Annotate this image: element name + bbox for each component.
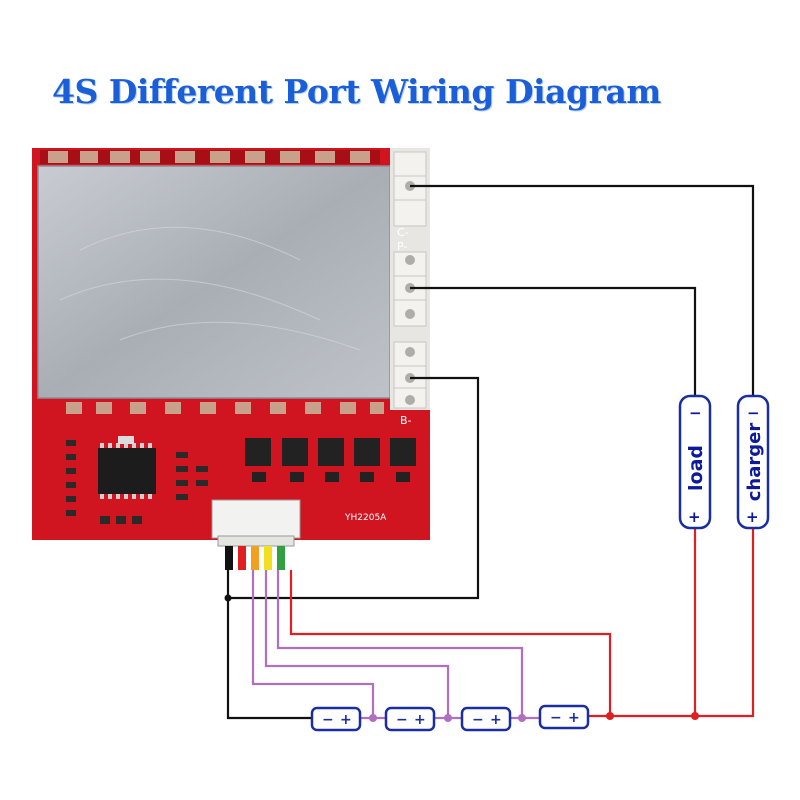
charger-plus-symbol: + bbox=[746, 508, 759, 526]
terminal-screws bbox=[405, 181, 415, 405]
cell-2-minus: − bbox=[396, 712, 408, 728]
wires bbox=[226, 184, 755, 720]
wire-balance-b2 bbox=[264, 570, 450, 718]
pcb-board: C- P- B- bbox=[32, 148, 430, 570]
wire-balance-b4 bbox=[289, 570, 612, 716]
load-label: load bbox=[685, 445, 707, 491]
cell-3-plus: + bbox=[490, 712, 502, 728]
cell-4-minus: − bbox=[550, 710, 562, 726]
cell-3-minus: − bbox=[472, 712, 484, 728]
smd-components bbox=[66, 436, 208, 524]
cell-4-plus: + bbox=[568, 710, 580, 726]
port-label-load: P- bbox=[397, 240, 407, 253]
battery-cell-1: − + bbox=[310, 706, 362, 732]
heatsink-scratches bbox=[59, 226, 361, 351]
junction-dots bbox=[224, 594, 699, 722]
cell-1-minus: − bbox=[322, 712, 334, 728]
port-label-charge: C- bbox=[397, 226, 409, 239]
heatsink-plate bbox=[37, 165, 391, 399]
wire-balance-b0 bbox=[226, 570, 318, 720]
cell-1-plus: + bbox=[340, 712, 352, 728]
wire-balance-b3 bbox=[276, 570, 524, 718]
load-device: − load + bbox=[678, 394, 712, 530]
charger-minus-symbol: − bbox=[747, 404, 760, 422]
battery-cell-4: − + bbox=[538, 704, 590, 730]
board-model-label: YH2205A bbox=[344, 513, 387, 523]
wire-balance-b1 bbox=[251, 570, 375, 718]
balance-wire-stubs bbox=[225, 546, 285, 570]
terminal-holes bbox=[393, 151, 427, 409]
charger-device: − charger + bbox=[736, 394, 770, 530]
charger-label: charger bbox=[744, 423, 765, 502]
balance-connector bbox=[211, 499, 301, 539]
wire-battery-negative bbox=[228, 376, 480, 600]
port-label-battery: B- bbox=[400, 414, 412, 427]
battery-cell-3: − + bbox=[460, 706, 512, 732]
diagram-title: 4S Different Port Wiring Diagram bbox=[52, 72, 661, 111]
wire-load-negative bbox=[410, 286, 697, 398]
wire-positive-bus bbox=[586, 526, 755, 718]
load-plus-symbol: + bbox=[688, 508, 701, 526]
bottom-pad-row bbox=[66, 402, 384, 414]
wire-charge-negative bbox=[410, 184, 755, 398]
top-pad-row bbox=[40, 150, 380, 164]
mosfet-row bbox=[245, 438, 416, 482]
balance-connector-plug bbox=[217, 535, 295, 547]
load-minus-symbol: − bbox=[689, 404, 702, 422]
ic-pins bbox=[100, 443, 152, 499]
controller-ic bbox=[98, 448, 156, 494]
battery-cell-2: − + bbox=[384, 706, 436, 732]
cell-2-plus: + bbox=[414, 712, 426, 728]
